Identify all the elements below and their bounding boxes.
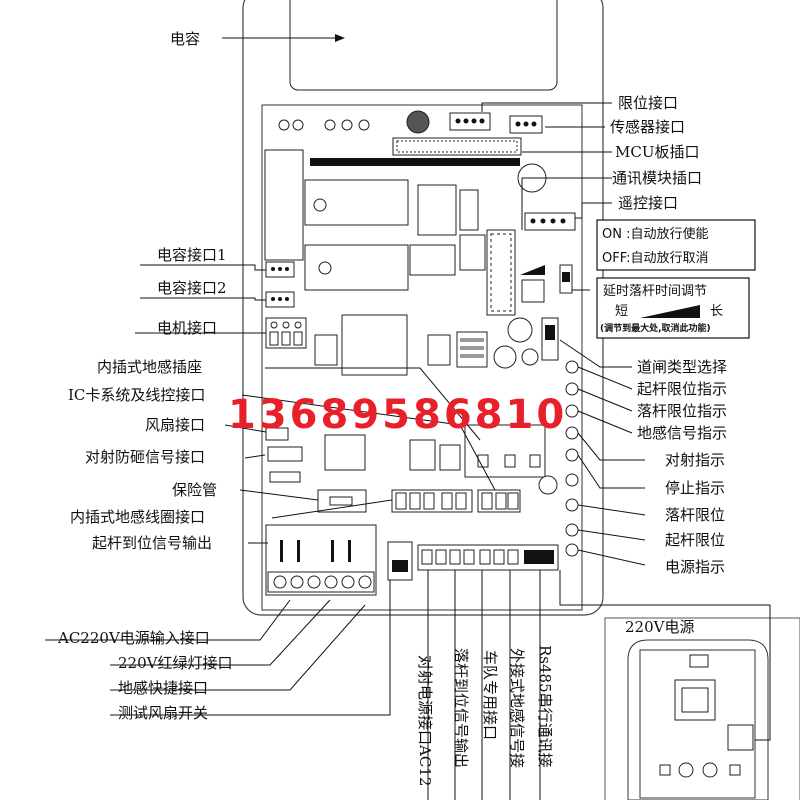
delay-long: 长 xyxy=(710,304,723,319)
delay-info-box xyxy=(596,277,750,339)
indicator-leds xyxy=(565,360,579,557)
inset-terminal xyxy=(727,724,754,751)
buzzer xyxy=(406,110,430,134)
ramp-glyph xyxy=(520,265,545,275)
delay-short: 短 xyxy=(615,304,628,319)
label-ac220-input: AC220V电源输入接口 xyxy=(57,629,210,647)
label-comm-module-slot: 通讯模块插口 xyxy=(612,169,702,187)
delay-pot xyxy=(521,279,545,303)
ic-chip xyxy=(417,184,457,236)
remote-connector xyxy=(524,212,576,231)
board-hole xyxy=(358,119,370,131)
label-sensor-port: 传感器接口 xyxy=(610,118,685,136)
label-power-220v: 220V电源 xyxy=(625,618,694,636)
label-lower-limit: 落杆限位 xyxy=(665,506,725,524)
capacitor xyxy=(289,0,558,91)
label-cap-port-2: 电容接口2 xyxy=(157,279,227,297)
led-loop-signal-2 xyxy=(565,426,579,440)
label-power-indicator: 电源指示 xyxy=(665,558,725,576)
delay-note: (调节到最大处,取消此功能) xyxy=(600,322,711,334)
label-beam-power-port: 对射电源接口AC12 xyxy=(416,655,434,786)
board-hole xyxy=(292,119,304,131)
label-test-fan-switch: 测试风扇开关 xyxy=(118,704,208,722)
led-power xyxy=(565,543,579,557)
label-stop-indicator: 停止指示 xyxy=(665,479,725,497)
label-gate-type-select: 道闸类型选择 xyxy=(637,358,727,376)
label-lower-limit-indicator: 落杆限位指示 xyxy=(637,402,727,420)
label-traffic-light-port: 220V红绿灯接口 xyxy=(118,654,232,672)
label-raise-limit: 起杆限位 xyxy=(665,531,725,549)
led-loop-signal xyxy=(565,404,579,418)
led-raise-limit xyxy=(565,360,579,374)
label-remote-port: 遥控接口 xyxy=(618,194,678,212)
label-ext-loop-port: 外接式地感信号接 xyxy=(508,648,526,768)
mcu-slot xyxy=(392,137,522,156)
label-limit-port: 限位接口 xyxy=(618,94,678,112)
label-ic-card-port: IC卡系统及线控接口 xyxy=(68,386,205,404)
fan-connector xyxy=(265,427,289,441)
loop-socket xyxy=(464,424,546,478)
auto-release-off-text: OFF:自动放行取消 xyxy=(602,251,709,266)
beam-connector xyxy=(267,446,303,462)
mcu-pins xyxy=(396,140,518,153)
label-mcu-slot: MCU板插口 xyxy=(615,143,699,161)
auto-release-info-box xyxy=(596,219,756,271)
transformer-small xyxy=(409,244,456,276)
label-capacitor: 电容 xyxy=(170,30,200,48)
label-raise-limit-indicator: 起杆限位指示 xyxy=(637,380,727,398)
delay-title: 延时落杆时间调节 xyxy=(603,284,707,299)
label-rs485-port: Rs485串行通讯接 xyxy=(536,645,554,768)
led-lower xyxy=(565,498,579,512)
leader-lines xyxy=(45,34,771,800)
label-loop-quick-port: 地感快捷接口 xyxy=(118,679,208,697)
label-fleet-port: 车队专用接口 xyxy=(481,650,499,740)
left-component xyxy=(264,149,304,261)
heatsink xyxy=(341,314,408,376)
label-lower-signal-output: 落杆到位信号输出 xyxy=(452,648,470,768)
board-hole xyxy=(278,119,290,131)
label-motor-port: 电机接口 xyxy=(157,319,217,337)
label-fuse: 保险管 xyxy=(172,481,217,499)
led-lower-limit xyxy=(565,382,579,396)
watermark-phone: 13689586810 xyxy=(228,392,567,438)
label-builtin-loop-coil-port: 内插式地感线圈接口 xyxy=(70,508,205,526)
label-builtin-loop-socket: 内插式地感插座 xyxy=(97,358,202,376)
label-beam-indicator: 对射指示 xyxy=(665,451,725,469)
label-raise-signal-output: 起杆到位信号输出 xyxy=(92,534,212,552)
board-hole xyxy=(341,119,353,131)
comm-module-slot xyxy=(486,229,516,316)
label-loop-signal-indicator: 地感信号指示 xyxy=(637,424,727,442)
mcu-bar xyxy=(310,158,520,166)
label-fan-port: 风扇接口 xyxy=(145,416,205,434)
board-hole xyxy=(324,119,336,131)
led-raise xyxy=(565,523,579,537)
label-cap-port-1: 电容接口1 xyxy=(157,246,227,264)
label-beam-signal-port: 对射防砸信号接口 xyxy=(85,448,205,466)
led-stop xyxy=(565,473,579,487)
auto-release-on-text: ON :自动放行使能 xyxy=(602,226,708,242)
led-beam xyxy=(565,448,579,462)
delay-ramp-glyph xyxy=(640,305,700,318)
inset-frame xyxy=(604,617,800,800)
limit-connector xyxy=(449,112,491,131)
